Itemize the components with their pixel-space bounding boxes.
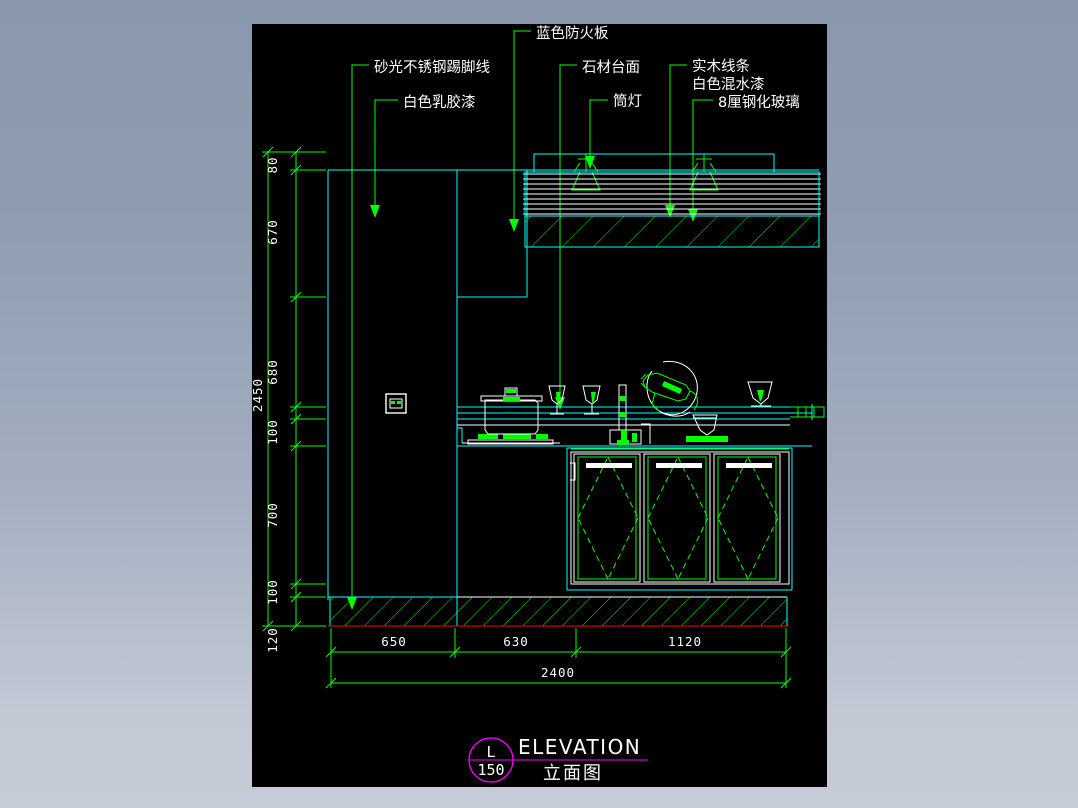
dim-h-1120: 1120: [668, 634, 702, 649]
drawing-canvas[interactable]: 蓝色防火板 砂光不锈钢踢脚线 白色乳胶漆 石材台面 筒灯 实木线条 白色混水漆 …: [252, 24, 827, 787]
scale-marker-letter: L: [486, 743, 495, 761]
wall-switch-outlet[interactable]: [385, 393, 407, 414]
dim-ticks-h: [325, 646, 792, 689]
countertop: [457, 404, 825, 447]
dim-v-700: 700: [265, 502, 280, 528]
downlight-fixture-right: [689, 154, 719, 191]
leader-arrow-fireproof: [509, 219, 519, 232]
title-english: ELEVATION: [518, 735, 641, 759]
horizontal-dimension-chain: 650 630 1120 2400: [325, 628, 792, 689]
leader-skirting: [351, 64, 369, 600]
cabinet-handle[interactable]: [570, 462, 576, 481]
lower-cabinet: [566, 447, 793, 591]
upper-cabinet-top-box: [533, 153, 775, 173]
leader-stone-top: [559, 64, 577, 400]
wine-glass-mid: [582, 385, 601, 415]
annotation-labels: 蓝色防火板 砂光不锈钢踢脚线 白色乳胶漆 石材台面 筒灯 实木线条 白色混水漆 …: [374, 24, 800, 111]
label-blue-fireproof-board: 蓝色防火板: [536, 24, 609, 42]
cabinet-door-3[interactable]: [713, 453, 781, 583]
label-satin-stainless-skirting: 砂光不锈钢踢脚线: [374, 59, 490, 76]
dim-v-670: 670: [265, 219, 280, 245]
wine-glass-left: [548, 385, 566, 415]
leader-downlight: [589, 99, 608, 159]
dim-v-680: 680: [265, 359, 280, 385]
label-white-mixed-paint: 白色混水漆: [692, 76, 765, 93]
dim-v-total-2450: 2450: [252, 378, 265, 412]
cabinet-door-1[interactable]: [573, 453, 641, 583]
bowl: [686, 414, 728, 442]
elevation-drawing: 蓝色防火板 砂光不锈钢踢脚线 白色乳胶漆 石材台面 筒灯 实木线条 白色混水漆 …: [252, 24, 825, 784]
dim-extension-lines-h: [330, 628, 787, 688]
dim-h-650: 650: [381, 634, 407, 649]
dim-v-120: 120: [265, 627, 280, 653]
upper-cabinet-slats: [523, 171, 821, 217]
leader-wood-moulding: [669, 64, 687, 208]
upper-cabinet: [523, 153, 821, 248]
title-chinese: 立面图: [543, 763, 603, 784]
dim-v-100b: 100: [265, 579, 280, 605]
leader-fireproof-board: [513, 30, 531, 222]
leader-arrow-latex: [370, 205, 380, 218]
faucet-and-sink: [609, 384, 651, 445]
dim-h-630: 630: [503, 634, 529, 649]
wine-bottle-rack: [640, 360, 698, 417]
under-counter-left-detail: [457, 427, 560, 444]
annotation-leaders: [347, 30, 713, 610]
leader-arrow-wood: [665, 205, 675, 218]
wine-glass-right: [747, 381, 773, 407]
downlight-fixture-left: [571, 154, 601, 191]
leader-latex-paint: [374, 99, 398, 208]
scale-marker-denominator: 150: [477, 761, 504, 779]
cabinet-door-2[interactable]: [643, 453, 711, 583]
countertop-right-extension: [790, 404, 825, 420]
dim-v-100a: 100: [265, 419, 280, 445]
label-stone-countertop: 石材台面: [582, 59, 640, 76]
vertical-dimension-chain: 80 670 680 100 700 100 120 2450: [252, 146, 326, 653]
title-block: L 150 ELEVATION 立面图: [468, 735, 648, 784]
upper-cabinet-wood-band: [524, 215, 820, 248]
baseboard-skirting: [328, 596, 789, 627]
cooktop-and-pot: [467, 387, 554, 445]
dim-v-80: 80: [265, 156, 280, 173]
label-downlight: 筒灯: [613, 93, 642, 110]
dim-h-total-2400: 2400: [541, 665, 575, 680]
label-white-latex-paint: 白色乳胶漆: [403, 94, 476, 111]
label-solid-wood-moulding: 实木线条: [692, 58, 750, 75]
dim-ticks-v: [262, 146, 302, 632]
label-tempered-glass-8mm: 8厘钢化玻璃: [718, 94, 800, 111]
leader-glass: [692, 99, 713, 212]
